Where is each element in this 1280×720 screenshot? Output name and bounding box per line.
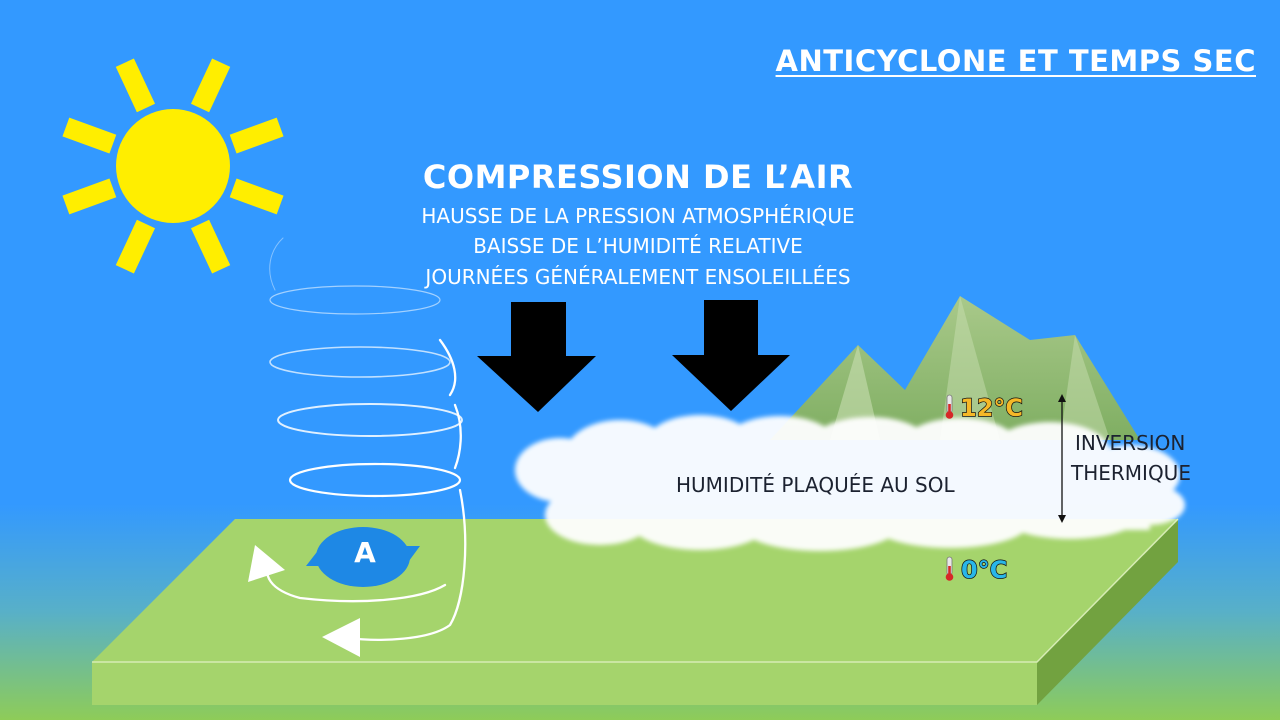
page-title: ANTICYCLONE ET TEMPS SEC [776, 44, 1256, 78]
lower-temperature: 0°C [961, 556, 1007, 584]
cloud-label: HUMIDITÉ PLAQUÉE AU SOL [676, 473, 955, 497]
subtitle-line: HAUSSE DE LA PRESSION ATMOSPHÉRIQUE [0, 204, 1276, 228]
high-pressure-label: A [340, 536, 390, 569]
thermometer-icon [946, 557, 954, 581]
thermometer-icon [946, 395, 954, 419]
inversion-label-line: THERMIQUE [1071, 461, 1191, 485]
inversion-label-line: INVERSION [1075, 431, 1185, 455]
subtitle-line: BAISSE DE L’HUMIDITÉ RELATIVE [0, 234, 1276, 258]
subtitle-line: JOURNÉES GÉNÉRALEMENT ENSOLEILLÉES [0, 265, 1276, 289]
compression-heading: COMPRESSION DE L’AIR [0, 158, 1276, 196]
upper-temperature: 12°C [960, 394, 1023, 422]
